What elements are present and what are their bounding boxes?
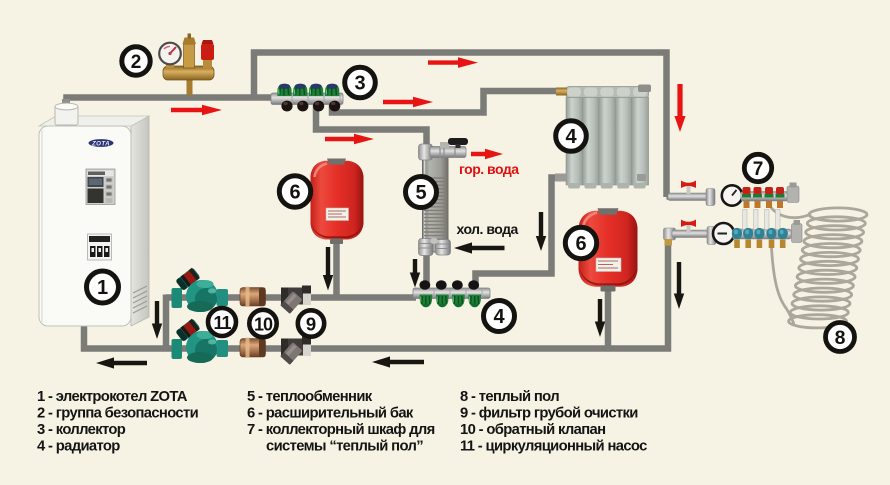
svg-text:2 - группа безопасности: 2 - группа безопасности [37,406,199,422]
svg-text:3 - коллектор: 3 - коллектор [37,422,126,438]
svg-text:4: 4 [493,306,505,328]
svg-text:6: 6 [575,233,586,255]
svg-text:6 - расширительный бак: 6 - расширительный бак [247,406,414,422]
svg-text:1 - электрокотел ZOTA: 1 - электрокотел ZOTA [37,389,188,405]
svg-text:5: 5 [415,182,426,204]
svg-text:7: 7 [753,159,764,180]
svg-text:11 - циркуляционный насос: 11 - циркуляционный насос [460,439,647,455]
svg-text:6: 6 [289,182,300,204]
svg-text:2: 2 [131,52,142,73]
svg-text:8 - теплый пол: 8 - теплый пол [460,389,559,405]
svg-text:7 - коллекторный шкаф для: 7 - коллекторный шкаф для [247,422,435,438]
svg-text:4 - радиатор: 4 - радиатор [37,439,120,455]
svg-text:системы “теплый пол”: системы “теплый пол” [266,439,423,455]
svg-text:11: 11 [213,313,231,333]
svg-text:9: 9 [306,314,316,335]
svg-text:9 - фильтр грубой очистки: 9 - фильтр грубой очистки [460,406,638,422]
svg-text:гор. вода: гор. вода [459,161,519,177]
svg-text:10: 10 [254,315,273,335]
svg-text:10 - обратный клапан: 10 - обратный клапан [460,422,605,438]
svg-text:1: 1 [97,277,108,299]
svg-text:ZOTA: ZOTA [91,140,110,147]
svg-text:хол. вода: хол. вода [457,221,519,237]
svg-text:5 - теплообменник: 5 - теплообменник [247,389,373,405]
svg-text:4: 4 [565,126,577,148]
svg-text:3: 3 [354,73,365,95]
svg-text:8: 8 [835,327,846,349]
